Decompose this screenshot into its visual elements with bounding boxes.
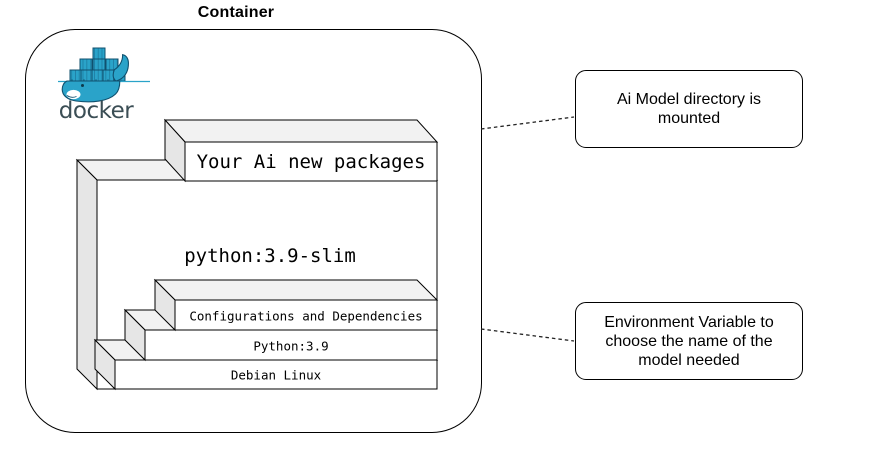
docker-wordmark: docker (59, 98, 134, 122)
layer-python-front-face (144, 329, 438, 361)
page-title: Container (197, 4, 275, 21)
callout-model-directory-text: Ai Model directory is mounted (616, 91, 762, 127)
layer-new-packages-top-face (163, 119, 439, 143)
layer-debian-label: Debian Linux (231, 368, 322, 383)
docker-logo: docker (58, 47, 150, 122)
layer-config-label: Configurations and Dependencies (189, 309, 422, 324)
layer-new-packages-label: Your Ai new packages (197, 151, 426, 173)
layer-config-top-face (153, 279, 439, 301)
base-image-label: python:3.9-slim (184, 245, 356, 267)
callout-env-variable-text: Environment Variable to choose the name … (604, 313, 774, 369)
layer-new-packages-front-face (184, 141, 438, 182)
docker-whale-icon (61, 54, 129, 103)
layer-config-front-face (174, 299, 438, 331)
connector-bottom (480, 328, 575, 342)
layer-new-packages (163, 118, 439, 183)
layer-python-label: Python:3.9 (253, 339, 328, 354)
layer-debian-front-face (114, 359, 438, 390)
connector-top (480, 116, 575, 130)
layer-config (153, 278, 439, 332)
base-image-left-face (76, 158, 98, 391)
callout-model-directory: Ai Model directory is mounted (575, 70, 803, 148)
callout-env-variable: Environment Variable to choose the name … (575, 302, 803, 380)
